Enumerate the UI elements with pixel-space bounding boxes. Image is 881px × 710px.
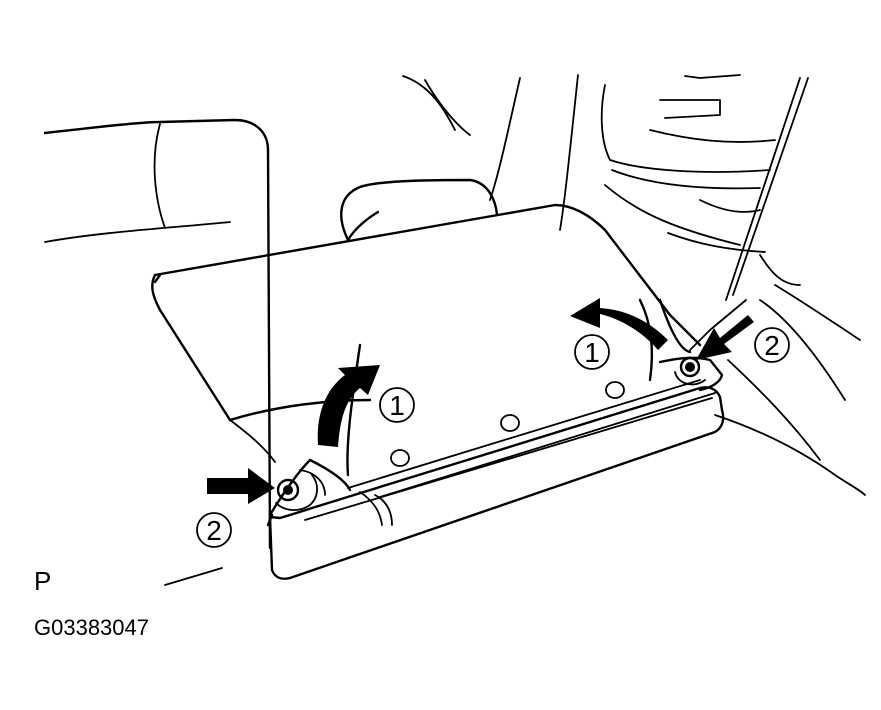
seat-frame [266,356,725,580]
callout-2-right-text: 2 [764,330,780,361]
callout-2-left-text: 2 [206,515,222,546]
side-trim-line [266,148,272,550]
callout-2-left: 2 [196,512,232,548]
pointer-lines [689,77,809,351]
figure-code: G03383047 [34,615,149,640]
frame-holes [390,381,625,467]
bolt-icon [674,356,706,386]
pointer-arrow-icon [207,468,275,504]
pointer-arrow-icon [696,315,754,360]
curved-arrow-icon [317,365,380,447]
callout-1-right-text: 1 [584,337,600,368]
callout-1-left: 1 [379,387,415,423]
curved-arrow-icon [570,298,668,350]
callout-2-right: 2 [754,327,790,363]
callout-1-right: 1 [574,334,610,370]
headrest [340,178,499,242]
bolt-icon [275,469,326,511]
corner-label: P [34,566,51,596]
seat-cushion [151,203,702,477]
callout-1-left-text: 1 [389,390,405,421]
rear-seat-background [43,74,866,586]
